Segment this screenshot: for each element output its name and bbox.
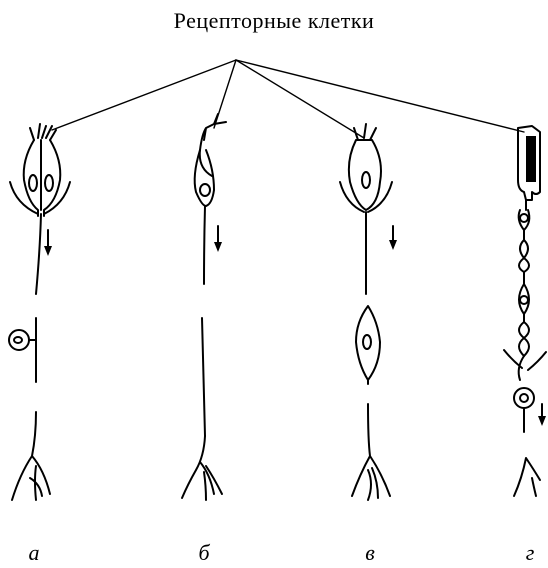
label-g: г [510,540,548,566]
receptor-b-dendrite-tip [200,114,226,176]
label-b: б [184,540,224,566]
receptor-a-ganglion-cell [9,330,29,350]
receptor-v-cilia [354,124,376,140]
receptor-a-terminal-branches [12,412,50,500]
connector-line-g [236,60,524,132]
receptor-a-fiber-top [36,214,41,294]
receptor-b [182,114,226,500]
receptor-g-disc-stack [526,136,536,182]
receptor-v-support-fork [340,182,392,212]
label-v: в [350,540,390,566]
connector-line-a [52,60,236,130]
receptor-g-terminal-branches [514,458,540,496]
receptor-a-nucleus-right [45,175,53,191]
receptor-g-ganglion-cell [514,388,534,408]
receptor-b-fiber-top [204,206,205,284]
receptor-b-cell-body [195,150,214,206]
receptor-g-synapse-1 [520,240,528,258]
receptor-v-terminal-branches [352,404,390,500]
receptor-a-arrow-head [44,246,52,256]
receptor-g [504,126,546,496]
receptor-a-cilia [30,124,56,140]
receptor-v-cell-body [349,140,381,210]
receptor-g-horizontal-branches [504,350,546,370]
receptor-b-fiber-long [202,318,205,436]
receptor-b-terminal-branches [182,436,222,500]
receptor-v [340,124,397,500]
receptor-g-ganglion-nucleus [520,394,528,402]
receptor-g-arrow-head [538,416,546,426]
connector-lines [52,60,524,138]
receptor-g-bipolar-nucleus [520,296,528,304]
receptor-g-synapse-4 [519,338,529,356]
receptor-v-nucleus [362,172,370,188]
receptor-b-arrow-head [214,242,222,252]
connector-line-v [236,60,364,138]
receptor-g-synapse-3 [519,322,529,338]
receptor-v-ganglion-cell [356,306,380,380]
receptor-v-ganglion-nucleus [363,335,371,349]
receptor-b-nucleus [200,184,210,196]
receptor-a-ganglion-nucleus [14,337,22,343]
receptor-a [9,124,70,500]
receptor-a-nucleus-left [29,175,37,191]
receptor-v-arrow-head [389,240,397,250]
receptor-g-synapse-2 [519,258,529,272]
diagram-title: Рецепторные клетки [0,8,548,34]
receptor-g-nucleus [520,214,528,222]
label-a: а [14,540,54,566]
